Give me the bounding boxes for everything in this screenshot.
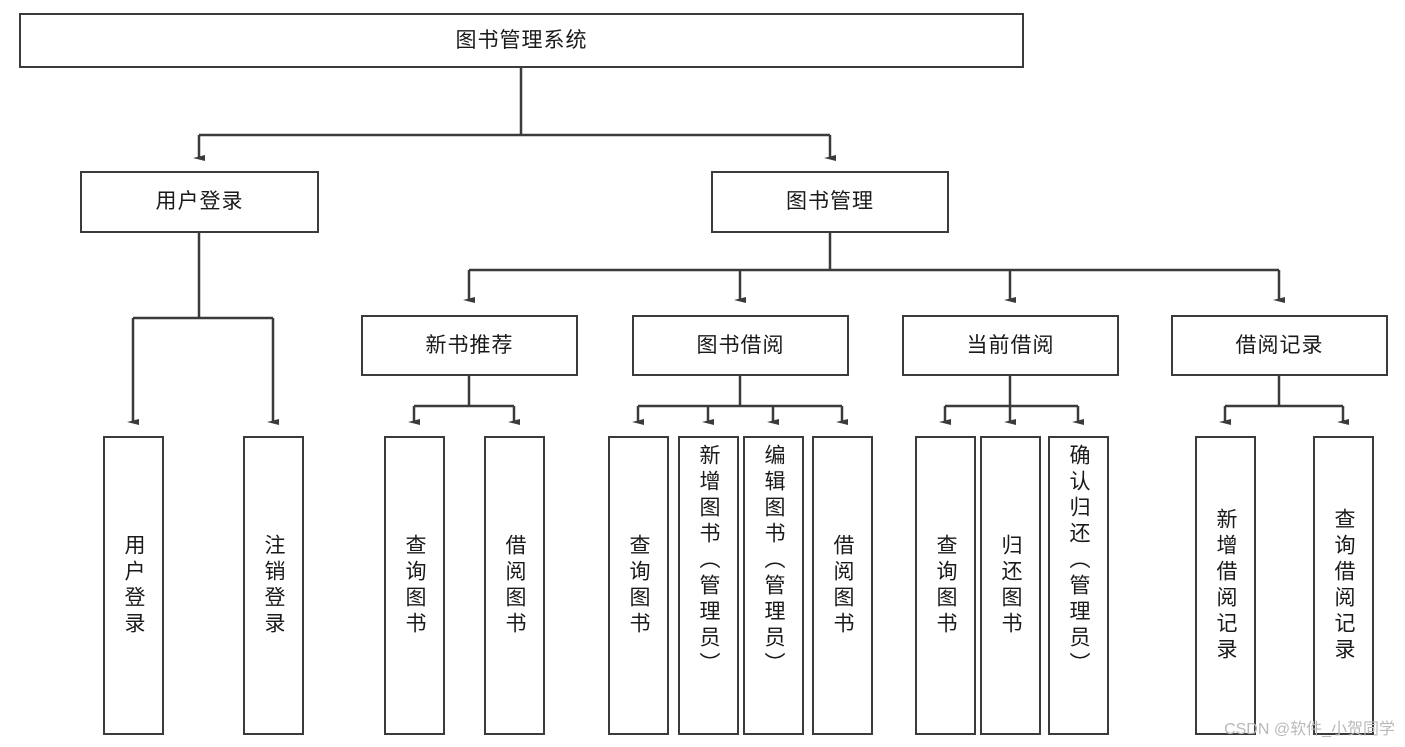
watermark-text: CSDN @软件_小贺同学 [1224, 721, 1395, 738]
node-label: 新增借阅记录 [1214, 507, 1237, 664]
leaf-book-borrow-borrow-book[interactable]: 借阅图书 [812, 436, 873, 735]
node-label: 编辑图书（管理员） [762, 444, 785, 678]
leaf-borrow-record-query-record[interactable]: 查询借阅记录 [1313, 436, 1374, 735]
node-label: 图书管理 [786, 190, 874, 214]
leaf-current-borrow-confirm-return-admin[interactable]: 确认归还（管理员） [1048, 436, 1109, 735]
leaf-user-login-login[interactable]: 用户登录 [103, 436, 164, 735]
node-label: 查询图书 [934, 533, 957, 638]
node-label: 借阅图书 [831, 533, 854, 638]
node-label: 查询借阅记录 [1332, 507, 1355, 664]
leaf-borrow-record-add-record[interactable]: 新增借阅记录 [1195, 436, 1256, 735]
node-label: 当前借阅 [966, 333, 1055, 357]
node-label: 借阅记录 [1235, 333, 1324, 357]
leaf-book-borrow-add-book-admin[interactable]: 新增图书（管理员） [678, 436, 739, 735]
node-label: 归还图书 [999, 533, 1022, 638]
node-label: 确认归还（管理员） [1067, 444, 1090, 678]
node-label: 注销登录 [262, 533, 285, 638]
node-current-borrow[interactable]: 当前借阅 [902, 315, 1119, 376]
node-label: 新书推荐 [425, 333, 514, 357]
node-label: 用户登录 [122, 533, 145, 638]
leaf-new-book-query-book[interactable]: 查询图书 [384, 436, 445, 735]
node-book-borrow[interactable]: 图书借阅 [632, 315, 849, 376]
node-label: 查询图书 [627, 533, 650, 638]
leaf-book-borrow-query-book[interactable]: 查询图书 [608, 436, 669, 735]
node-root-book-management-system[interactable]: 图书管理系统 [19, 13, 1024, 68]
leaf-new-book-borrow-book[interactable]: 借阅图书 [484, 436, 545, 735]
leaf-user-login-logout[interactable]: 注销登录 [243, 436, 304, 735]
node-label: 用户登录 [155, 190, 244, 214]
leaf-current-borrow-query-book[interactable]: 查询图书 [915, 436, 976, 735]
node-book-management[interactable]: 图书管理 [711, 171, 949, 233]
node-label: 图书借阅 [696, 333, 785, 357]
node-borrow-record[interactable]: 借阅记录 [1171, 315, 1388, 376]
node-user-login[interactable]: 用户登录 [80, 171, 319, 233]
node-label: 借阅图书 [503, 533, 526, 638]
node-new-book-recommend[interactable]: 新书推荐 [361, 315, 578, 376]
node-label: 查询图书 [403, 533, 426, 638]
leaf-current-borrow-return-book[interactable]: 归还图书 [980, 436, 1041, 735]
leaf-book-borrow-edit-book-admin[interactable]: 编辑图书（管理员） [743, 436, 804, 735]
node-label: 新增图书（管理员） [697, 444, 720, 678]
node-label: 图书管理系统 [455, 28, 588, 52]
